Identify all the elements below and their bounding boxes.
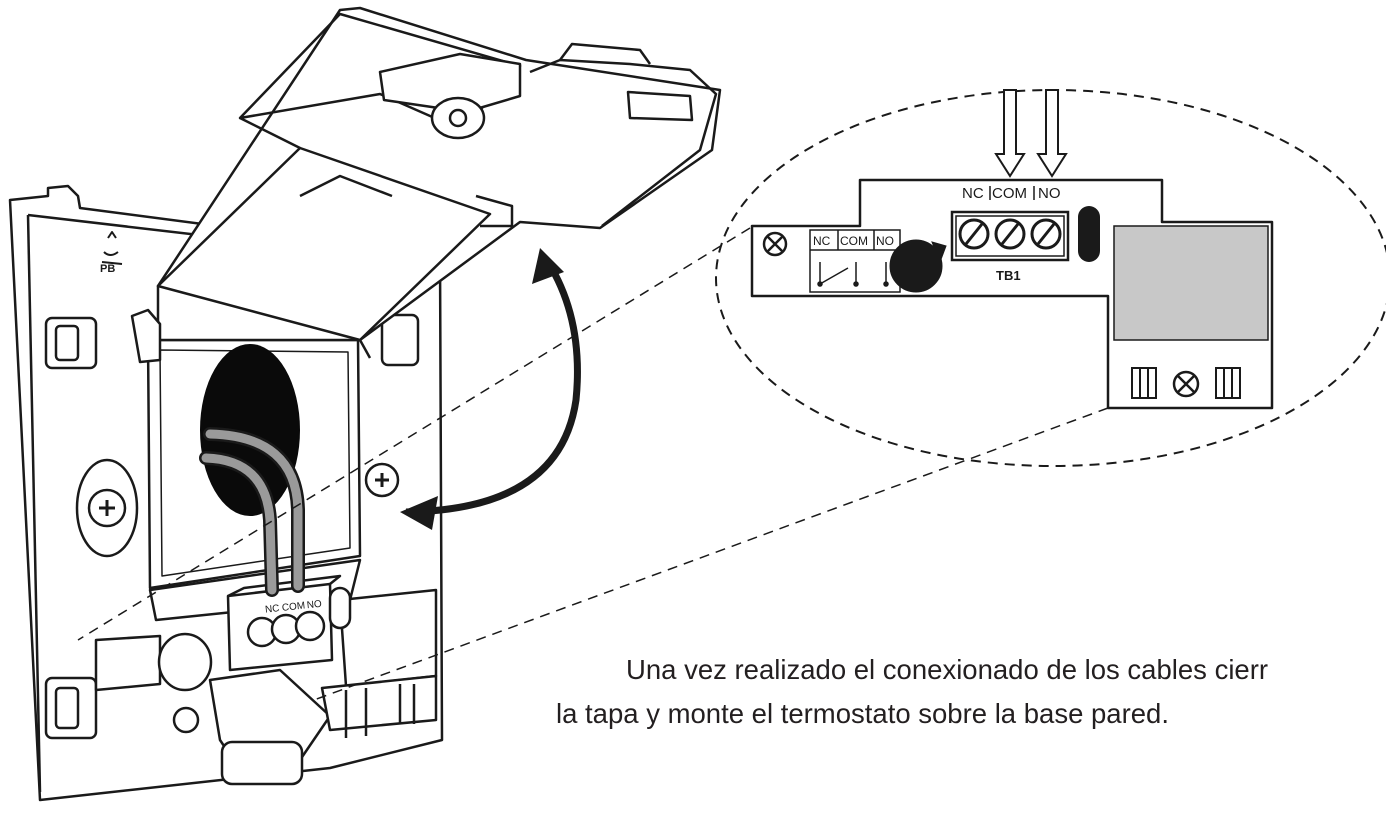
cables — [199, 427, 305, 597]
instruction-line-2: la tapa y monte el termostato sobre la b… — [556, 698, 1169, 729]
tb1-label: TB1 — [996, 268, 1021, 283]
board-label-nc: NC — [265, 603, 281, 615]
insertion-arrows — [994, 89, 1068, 178]
open-close-arrow — [400, 248, 581, 530]
tb1-label-nc: NC — [962, 185, 984, 202]
black-component — [1078, 206, 1100, 262]
tb1-screws — [958, 218, 1062, 250]
instruction-text: Una vez realizado el conexionado de los … — [556, 648, 1386, 736]
module-screw-icon — [1172, 370, 1200, 398]
capacitor — [889, 239, 947, 293]
instruction-line-1: Una vez realizado el conexionado de los … — [626, 654, 1269, 685]
tb1-label-no: NO — [1038, 185, 1061, 202]
tb1-label-com: COM — [992, 185, 1027, 202]
board-label-com: COM — [281, 600, 305, 613]
pcb-screw-icon — [762, 231, 788, 257]
relay-label-no: NO — [876, 234, 894, 248]
relay-label-nc: NC — [813, 234, 831, 248]
board-label-no: NO — [306, 599, 322, 612]
relay-schematic-labels: NC COM NO — [813, 234, 894, 248]
relay-schematic — [809, 229, 901, 293]
relay-label-com: COM — [840, 234, 868, 248]
cable-entry-hole — [200, 344, 300, 516]
board-terminal-labels: NC COM NO — [265, 599, 323, 616]
tb1-labels: NC COM NO TB1 — [962, 185, 1061, 283]
zoom-leader-lines — [77, 227, 1109, 701]
svg-text:PB: PB — [100, 263, 115, 275]
module-connectors — [1131, 367, 1241, 399]
gray-module — [1113, 225, 1269, 341]
hinged-cover — [130, 6, 722, 364]
label-dividers — [989, 186, 1035, 200]
